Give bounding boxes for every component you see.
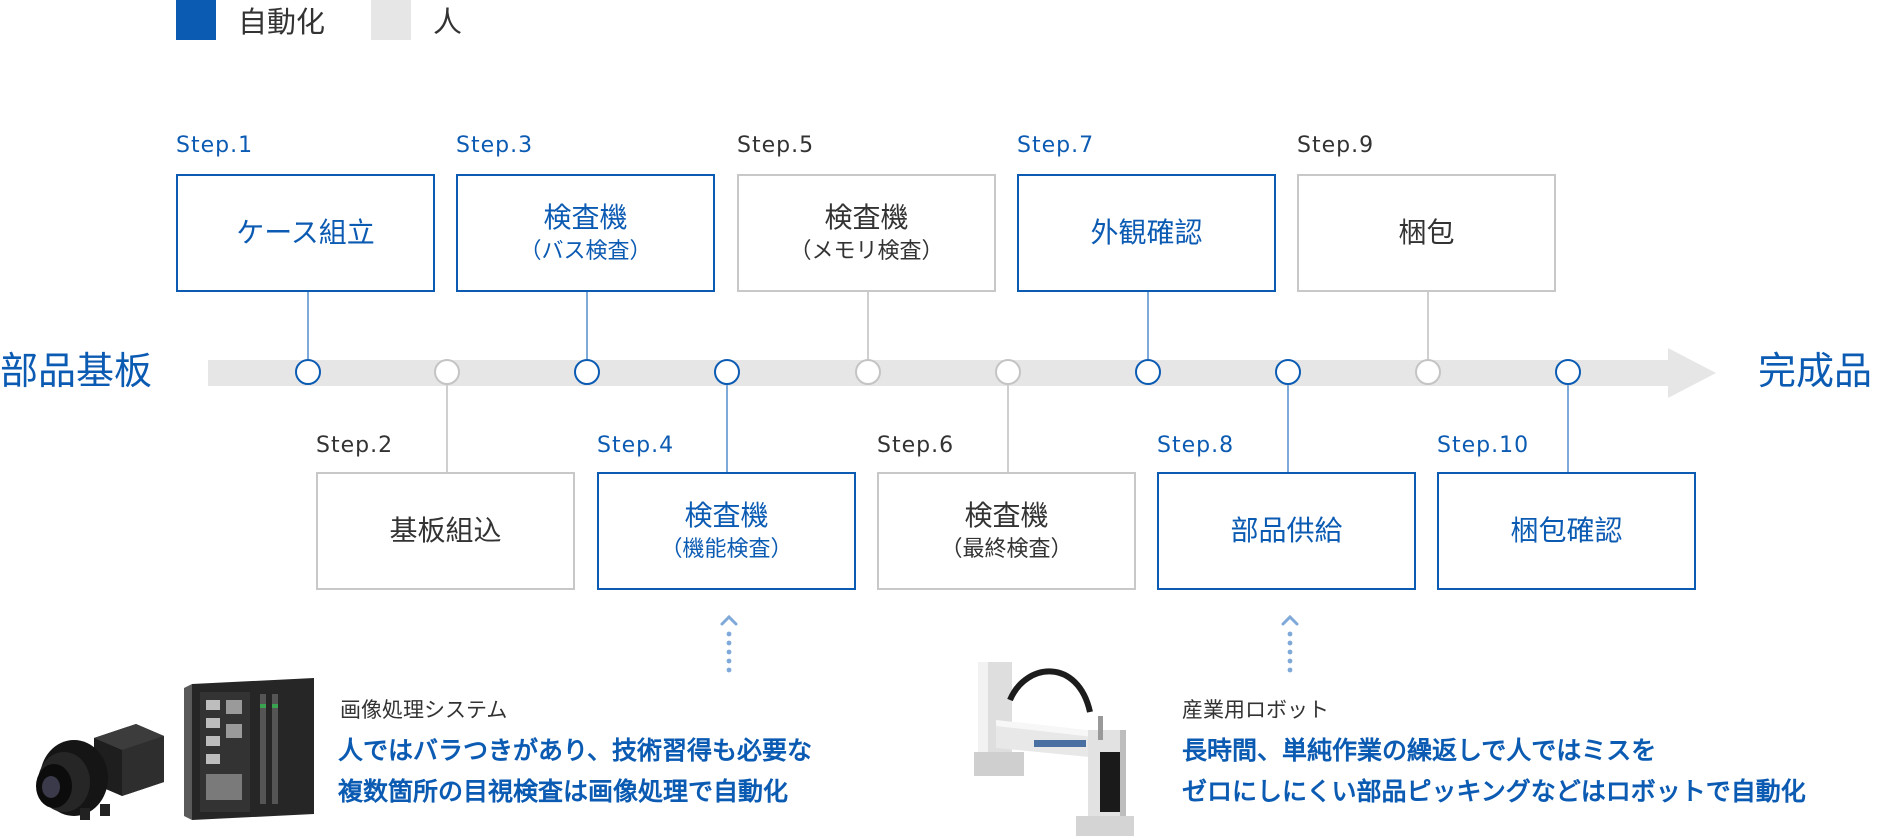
industrial-robot-image	[974, 662, 1134, 836]
step-1-title: ケース組立	[236, 216, 375, 249]
step-6-box: 検査機 （最終検査）	[877, 472, 1136, 590]
step-2-connector	[446, 385, 448, 472]
step-9-box: 梱包	[1297, 174, 1556, 292]
step-8-title: 部品供給	[1230, 514, 1343, 547]
step-1-box: ケース組立	[176, 174, 435, 292]
step-3-node	[574, 359, 600, 385]
step-2-title: 基板組込	[389, 514, 502, 547]
step-7-node	[1135, 359, 1161, 385]
industrial-robot-description-line-2: ゼロにしにくい部品ピッキングなどはロボットで自動化	[1182, 777, 1806, 806]
step-2-label: Step.2	[316, 433, 394, 458]
step-10-label: Step.10	[1437, 433, 1530, 458]
step-5-label: Step.5	[737, 133, 815, 158]
legend: 自動化 人	[176, 0, 508, 40]
legend-label-human: 人	[433, 5, 463, 39]
step-8-label: Step.8	[1157, 433, 1235, 458]
step-3-subtitle: （バス検査）	[519, 239, 652, 264]
step-5-node	[855, 359, 881, 385]
step-5-box: 検査機 （メモリ検査）	[737, 174, 996, 292]
step-10-title: 梱包確認	[1510, 514, 1623, 547]
step-10-connector	[1567, 385, 1569, 472]
step-3-box: 検査機 （バス検査）	[456, 174, 715, 292]
step-6-title: 検査機	[964, 499, 1049, 532]
step-7-label: Step.7	[1017, 133, 1095, 158]
step-1-connector	[307, 292, 309, 360]
step-10-node	[1555, 359, 1581, 385]
process-axis	[208, 360, 1668, 386]
image-processing-system-image	[36, 678, 314, 820]
step-8-box: 部品供給	[1157, 472, 1416, 590]
industrial-robot-description: 長時間、単純作業の繰返しで人ではミスを ゼロにしにくい部品ピッキングなどはロボッ…	[1182, 730, 1806, 812]
image-processing-description-line-2: 複数箇所の目視検査は画像処理で自動化	[338, 777, 789, 806]
dotted-up-arrow-icon	[1281, 614, 1299, 673]
axis-end-label: 完成品	[1758, 349, 1873, 393]
step-1-label: Step.1	[176, 133, 254, 158]
step-9-label: Step.9	[1297, 133, 1375, 158]
step-9-node	[1415, 359, 1441, 385]
legend-swatch-auto	[176, 0, 216, 40]
step-7-box: 外観確認	[1017, 174, 1276, 292]
step-6-connector	[1007, 385, 1009, 472]
step-6-label: Step.6	[877, 433, 955, 458]
step-3-title: 検査機	[543, 201, 628, 234]
image-processing-description: 人ではバラつきがあり、技術習得も必要な 複数箇所の目視検査は画像処理で自動化	[338, 730, 812, 812]
dotted-up-arrow-icon	[720, 614, 738, 673]
step-8-connector	[1287, 385, 1289, 472]
step-4-subtitle: （機能検査）	[660, 537, 793, 562]
step-8-node	[1275, 359, 1301, 385]
step-2-box: 基板組込	[316, 472, 575, 590]
step-4-box: 検査機 （機能検査）	[597, 472, 856, 590]
step-4-title: 検査機	[684, 499, 769, 532]
legend-label-auto: 自動化	[238, 5, 326, 39]
step-3-label: Step.3	[456, 133, 534, 158]
step-1-node	[295, 359, 321, 385]
step-5-connector	[867, 292, 869, 360]
legend-swatch-human	[371, 0, 412, 40]
step-5-title: 検査機	[824, 201, 909, 234]
step-6-node	[995, 359, 1021, 385]
image-processing-description-line-1: 人ではバラつきがあり、技術習得も必要な	[338, 736, 813, 765]
process-axis-arrowhead	[1668, 348, 1716, 398]
industrial-robot-description-line-1: 長時間、単純作業の繰返しで人ではミスを	[1182, 736, 1657, 765]
step-6-subtitle: （最終検査）	[940, 537, 1073, 562]
step-7-title: 外観確認	[1090, 216, 1203, 249]
step-7-connector	[1147, 292, 1149, 360]
axis-start-label: 部品基板	[0, 349, 153, 393]
image-processing-title: 画像処理システム	[340, 698, 508, 722]
step-4-label: Step.4	[597, 433, 675, 458]
step-4-node	[714, 359, 740, 385]
step-10-box: 梱包確認	[1437, 472, 1696, 590]
step-5-subtitle: （メモリ検査）	[789, 239, 944, 264]
step-9-title: 梱包	[1398, 216, 1455, 249]
step-3-connector	[586, 292, 588, 360]
step-4-connector	[726, 385, 728, 472]
step-9-connector	[1427, 292, 1429, 360]
industrial-robot-title: 産業用ロボット	[1182, 698, 1329, 722]
step-2-node	[434, 359, 460, 385]
